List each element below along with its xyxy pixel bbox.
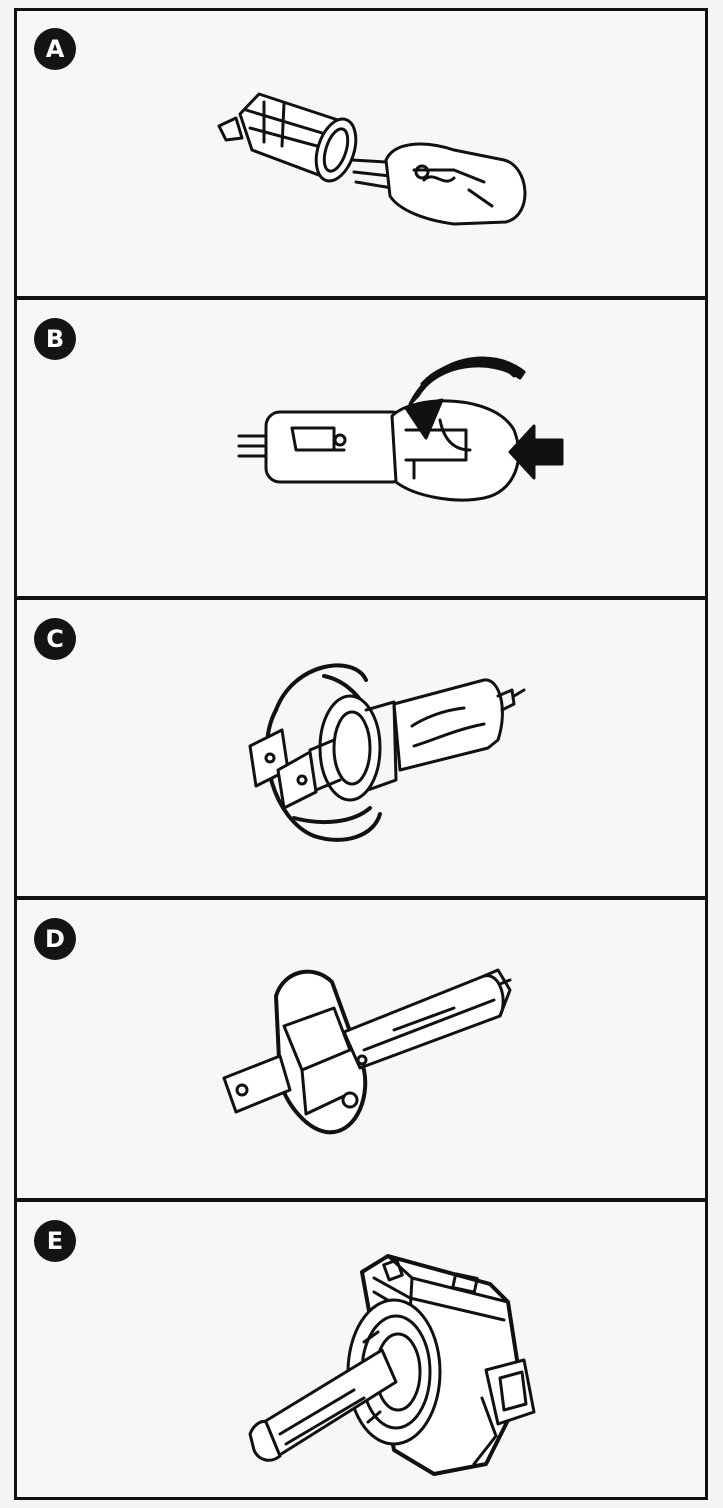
panel-label-b: B <box>34 318 76 360</box>
panel-divider <box>14 1198 708 1202</box>
panel-label-e: E <box>34 1220 76 1262</box>
panel-label-a: A <box>34 28 76 70</box>
panel-c: C <box>14 600 708 896</box>
panel-label-c: C <box>34 618 76 660</box>
h1-halogen-bulb-icon <box>222 968 512 1135</box>
panel-a: A <box>14 10 708 296</box>
xenon-hid-bulb-icon <box>248 1254 536 1476</box>
panel-label-d: D <box>34 918 76 960</box>
panel-b: B <box>14 300 708 596</box>
halogen-capsule-bulb-icon <box>217 92 527 226</box>
h7-halogen-bulb-icon <box>248 663 526 842</box>
panel-divider <box>14 596 708 600</box>
panel-divider <box>14 896 708 900</box>
panel-d: D <box>14 900 708 1198</box>
h4-bulb-twist-insert-icon <box>237 356 564 502</box>
panel-e: E <box>14 1202 708 1500</box>
panel-divider <box>14 296 708 300</box>
